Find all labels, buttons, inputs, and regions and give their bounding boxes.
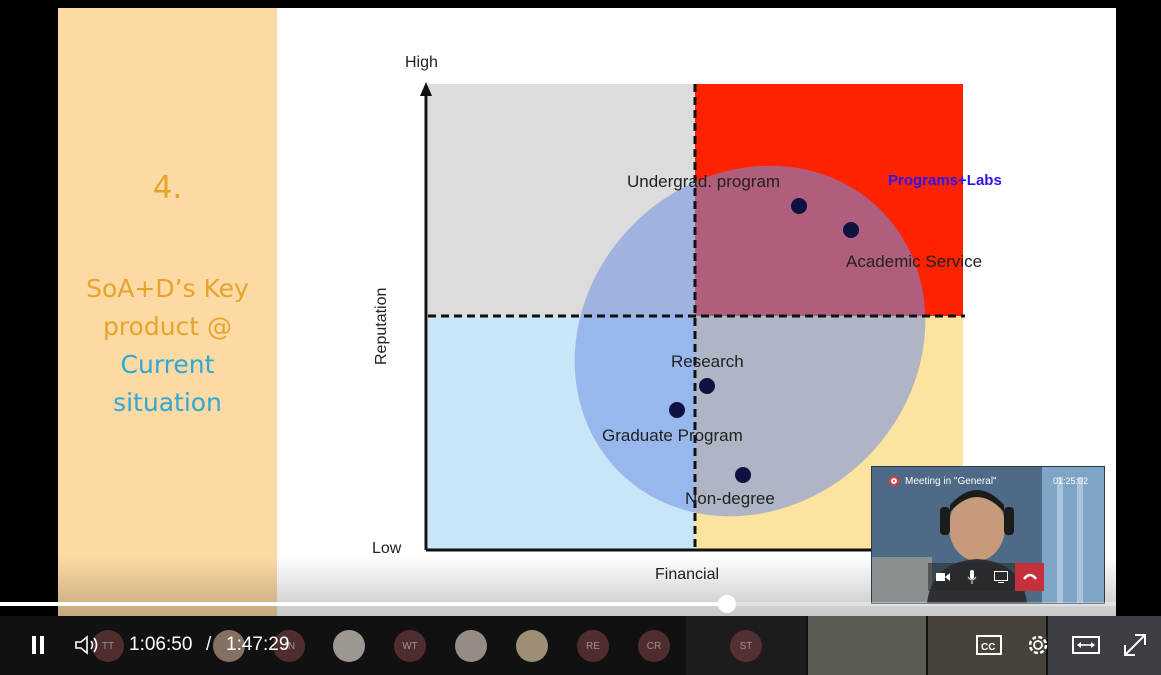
participant-avatar: ST bbox=[730, 630, 762, 662]
participant-avatar bbox=[333, 630, 365, 662]
point-non-degree bbox=[735, 467, 751, 483]
point-graduate bbox=[669, 402, 685, 418]
label-graduate: Graduate Program bbox=[602, 426, 743, 445]
y-axis-low-label: Low bbox=[372, 540, 402, 557]
quadrant-chart: High Low Reputation Financial Programs+L… bbox=[372, 54, 1002, 583]
participant-video bbox=[928, 616, 1046, 675]
right-letterbox bbox=[1116, 0, 1161, 675]
participant-avatar: JN bbox=[273, 630, 305, 662]
pause-icon[interactable] bbox=[26, 633, 50, 657]
captions-icon[interactable]: CC bbox=[975, 632, 1003, 658]
slide-heading: SoA+D’s Key product @ Current situation bbox=[58, 270, 277, 422]
participant-video bbox=[808, 616, 926, 675]
participant-strip: TT JN WT RE CR ST bbox=[0, 616, 1161, 675]
gear-icon[interactable] bbox=[1023, 631, 1053, 659]
camera-icon[interactable] bbox=[928, 563, 957, 591]
progress-bar[interactable] bbox=[0, 595, 1116, 613]
time-separator: / bbox=[206, 634, 212, 655]
presentation-slide: 4. SoA+D’s Key product @ Current situati… bbox=[0, 8, 1116, 616]
hang-up-icon[interactable] bbox=[1015, 563, 1044, 591]
current-time: 1:06:50 bbox=[129, 634, 193, 655]
progress-thumb[interactable] bbox=[717, 595, 736, 613]
point-research bbox=[699, 378, 715, 394]
label-non-degree: Non-degree bbox=[685, 489, 775, 508]
participant-avatar bbox=[516, 630, 548, 662]
highlight-ellipse bbox=[574, 165, 926, 517]
meeting-timer: 01:25:02 bbox=[1052, 476, 1088, 486]
meeting-title: Meeting in "General" bbox=[905, 475, 997, 487]
y-axis-title: Reputation bbox=[373, 288, 390, 365]
point-undergrad bbox=[791, 198, 807, 214]
volume-icon[interactable] bbox=[72, 633, 104, 657]
zone-label: Programs+Labs bbox=[888, 172, 1002, 189]
heading-line-4: situation bbox=[113, 388, 222, 417]
record-icon bbox=[889, 476, 899, 486]
participant-avatar: CR bbox=[638, 630, 670, 662]
y-axis-high-label: High bbox=[405, 54, 438, 71]
participant-video bbox=[1048, 616, 1161, 675]
participant-avatar: TT bbox=[92, 630, 124, 662]
point-academic-service bbox=[843, 222, 859, 238]
heading-line-1: SoA+D’s Key bbox=[86, 274, 249, 303]
control-bar: TT JN WT RE CR ST 1:06:50 / 1:47:29 CC bbox=[0, 616, 1161, 675]
svg-text:CC: CC bbox=[981, 642, 995, 653]
heading-line-2: product @ bbox=[102, 312, 233, 341]
label-undergrad: Undergrad. program bbox=[627, 172, 780, 191]
meeting-controls bbox=[928, 563, 1048, 591]
meeting-overlay[interactable]: Meeting in "General" 01:25:02 bbox=[871, 466, 1105, 604]
slide-number: 4. bbox=[152, 170, 183, 206]
share-screen-icon[interactable] bbox=[986, 563, 1015, 591]
fullscreen-icon[interactable] bbox=[1120, 630, 1150, 660]
total-time: 1:47:29 bbox=[226, 634, 290, 655]
participant-avatar: RE bbox=[577, 630, 609, 662]
heading-line-3: Current bbox=[120, 350, 215, 379]
progress-fill bbox=[0, 602, 727, 606]
slide-letterbox bbox=[0, 8, 58, 616]
slide-side-panel: 4. SoA+D’s Key product @ Current situati… bbox=[58, 8, 277, 616]
microphone-icon[interactable] bbox=[957, 563, 986, 591]
participant-avatar: WT bbox=[394, 630, 426, 662]
meeting-header: Meeting in "General" 01:25:02 bbox=[872, 467, 1104, 495]
y-axis-arrow bbox=[420, 82, 432, 96]
webcam-feed bbox=[872, 467, 1104, 603]
participant-avatar bbox=[455, 630, 487, 662]
widescreen-icon[interactable] bbox=[1071, 632, 1101, 658]
participant-avatar bbox=[213, 630, 245, 662]
x-axis-title: Financial bbox=[655, 566, 719, 583]
label-academic-service: Academic Service bbox=[846, 252, 982, 271]
label-research: Research bbox=[671, 352, 744, 371]
